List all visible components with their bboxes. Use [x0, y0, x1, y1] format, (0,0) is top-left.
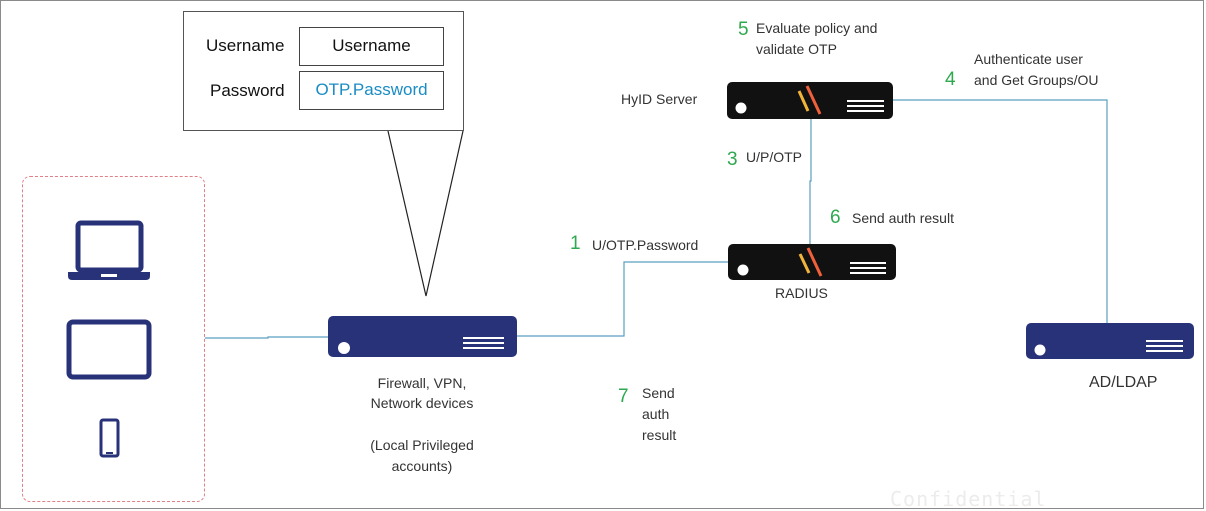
firewall-label-line1: Firewall, VPN,	[377, 375, 467, 391]
wire-hyid-adldap	[893, 99, 1108, 324]
step-5-text-line2: validate OTP	[756, 41, 837, 57]
password-field[interactable]: OTP.Password	[299, 71, 444, 110]
step-6-number: 6	[830, 207, 841, 228]
wire-radius-hyid	[809, 118, 812, 245]
radius-label: RADIUS	[775, 285, 828, 301]
step-1-text: U/OTP.Password	[592, 237, 699, 253]
radius-appliance	[728, 244, 896, 280]
hyid-server-label: HyID Server	[621, 91, 698, 107]
step-4-number: 4	[945, 69, 956, 90]
step-4-text-line2: and Get Groups/OU	[974, 72, 1099, 88]
laptop-icon	[68, 220, 150, 280]
callout-pointer	[387, 130, 464, 297]
step-1-number: 1	[570, 233, 581, 254]
end-user-devices-group	[22, 176, 205, 502]
confidential-watermark: Confidential	[890, 487, 1047, 511]
login-form-callout: Username Username Password OTP.Password	[183, 11, 464, 131]
username-field[interactable]: Username	[299, 27, 444, 66]
step-7-text-line1: Send	[642, 385, 675, 401]
step-5-text-line1: Evaluate policy and	[756, 20, 878, 36]
firewall-label-line2: Network devices	[370, 395, 474, 411]
password-label: Password	[210, 81, 285, 100]
username-label: Username	[206, 36, 285, 55]
wire-firewall-radius	[516, 261, 730, 337]
step-3-text: U/P/OTP	[746, 149, 803, 165]
step-4-text-line1: Authenticate user	[974, 51, 1083, 67]
tablet-icon	[66, 319, 152, 380]
firewall-label-line4: accounts)	[391, 458, 453, 474]
step-7-text-line3: result	[642, 427, 677, 443]
step-3-number: 3	[727, 149, 738, 170]
wire-devices-firewall	[205, 336, 330, 339]
step-7-number: 7	[618, 386, 629, 407]
step-7-text-line2: auth	[642, 406, 670, 422]
adldap-label: AD/LDAP	[1089, 374, 1158, 391]
hyid-server-appliance	[727, 82, 893, 119]
firewall-label-line3: (Local Privileged	[370, 437, 474, 453]
step-5-number: 5	[738, 19, 749, 40]
firewall-appliance	[328, 316, 517, 357]
adldap-appliance	[1026, 323, 1194, 359]
step-6-text: Send auth result	[852, 210, 954, 226]
phone-icon	[99, 418, 120, 458]
